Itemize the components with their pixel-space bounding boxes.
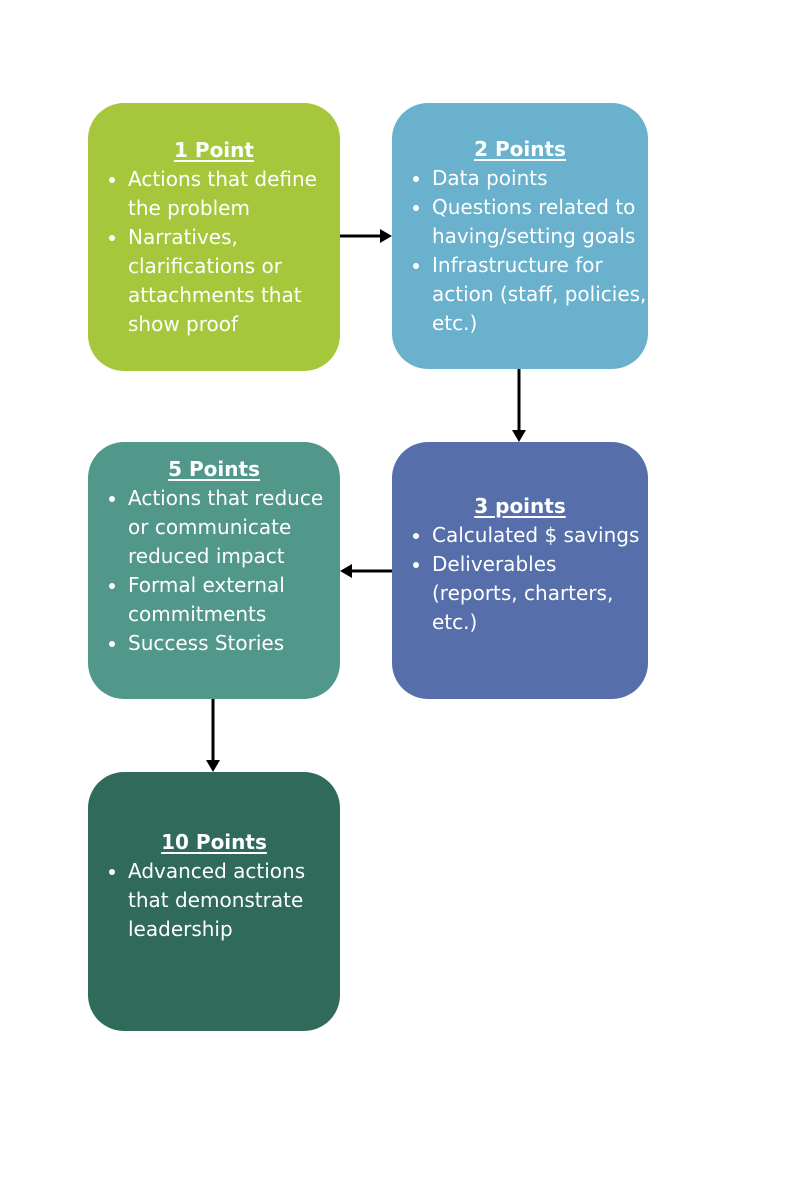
bullet-list: Calculated $ savings Deliverables (repor… xyxy=(392,521,648,637)
box-two-points: 2 Points Data points Questions related t… xyxy=(392,103,648,369)
box-ten-points: 10 Points Advanced actions that demonstr… xyxy=(88,772,340,1031)
box-title: 1 Point xyxy=(174,138,254,162)
arrow-down-icon xyxy=(206,699,220,772)
box-three-points: 3 points Calculated $ savings Deliverabl… xyxy=(392,442,648,699)
list-item: Deliverables (reports, charters, etc.) xyxy=(432,550,648,637)
box-title: 5 Points xyxy=(168,457,260,481)
box-title: 3 points xyxy=(474,494,566,518)
bullet-list: Actions that define the problem Narrativ… xyxy=(88,165,340,339)
bullet-list: Data points Questions related to having/… xyxy=(392,164,648,338)
list-item: Calculated $ savings xyxy=(432,521,648,550)
bullet-list: Actions that reduce or communicate reduc… xyxy=(88,484,340,658)
list-item: Success Stories xyxy=(128,629,340,658)
list-item: Infrastructure for action (staff, polici… xyxy=(432,251,648,338)
list-item: Advanced actions that demonstrate leader… xyxy=(128,857,340,944)
list-item: Narratives, clarifications or attachment… xyxy=(128,223,340,339)
arrow-right-icon xyxy=(340,229,392,243)
list-item: Actions that define the problem xyxy=(128,165,340,223)
list-item: Formal external commitments xyxy=(128,571,340,629)
arrow-left-icon xyxy=(340,564,392,578)
bullet-list: Advanced actions that demonstrate leader… xyxy=(88,857,340,944)
box-title: 10 Points xyxy=(161,829,267,854)
box-one-point: 1 Point Actions that define the problem … xyxy=(88,103,340,371)
list-item: Questions related to having/setting goal… xyxy=(432,193,648,251)
arrow-down-icon xyxy=(512,369,526,442)
box-five-points: 5 Points Actions that reduce or communic… xyxy=(88,442,340,699)
box-title: 2 Points xyxy=(474,137,566,161)
list-item: Actions that reduce or communicate reduc… xyxy=(128,484,340,571)
list-item: Data points xyxy=(432,164,648,193)
